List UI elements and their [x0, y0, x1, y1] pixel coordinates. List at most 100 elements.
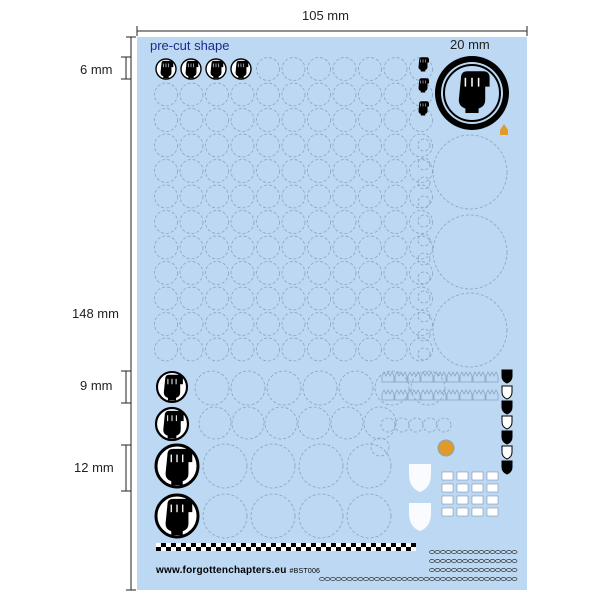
precut-circle-small — [409, 108, 433, 132]
checker-strip — [306, 547, 311, 551]
shield-icon — [501, 415, 513, 430]
precut-circle-small — [256, 133, 280, 158]
chain-strip — [484, 559, 490, 563]
precut-circle-small — [230, 133, 255, 158]
checker-strip — [196, 543, 201, 547]
precut-circle-small — [332, 159, 357, 183]
precut-circle-small — [230, 286, 255, 311]
checker-strip — [261, 547, 266, 551]
precut-circle-small — [383, 159, 408, 183]
width-dimension-label: 105 mm — [302, 8, 349, 23]
precut-circle-small — [358, 235, 382, 260]
checker-strip — [191, 547, 196, 551]
chain-strip — [500, 550, 507, 554]
emblem-6mm — [230, 58, 252, 80]
shield-decal — [501, 415, 513, 430]
precut-circle-small — [281, 184, 306, 209]
precut-circle-small — [205, 184, 229, 209]
checker-strip — [251, 543, 256, 547]
checker-strip — [156, 543, 161, 547]
precut-circle-small — [383, 312, 408, 336]
precut-circle-small — [256, 261, 280, 285]
checker-strip — [211, 543, 216, 547]
shield-decal — [501, 430, 513, 445]
checker-strip — [386, 547, 391, 551]
chain-strip — [434, 568, 441, 572]
precut-circle-small — [154, 210, 178, 234]
shield-decal — [501, 400, 513, 415]
checker-strip — [306, 543, 311, 547]
precut-circle-tiny — [417, 347, 431, 361]
precut-circle-small — [307, 312, 331, 336]
chain-strip — [511, 559, 518, 563]
shield-icon — [501, 385, 513, 400]
precut-circle-tiny — [417, 252, 431, 266]
chain-strip — [429, 577, 435, 581]
shield-icon — [501, 400, 513, 415]
checker-strip — [296, 547, 301, 551]
precut-circle-small — [205, 159, 229, 183]
precut-circle-small — [281, 133, 306, 158]
checker-strip — [376, 543, 381, 547]
precut-circle-small — [230, 235, 255, 260]
precut-circle-small — [358, 159, 382, 183]
checker-strip — [176, 547, 181, 551]
precut-circle-tiny — [417, 157, 431, 171]
chain-strip — [390, 577, 397, 581]
precut-circle-small — [409, 210, 433, 234]
precut-circle-large — [202, 493, 248, 539]
chain-strip — [511, 568, 518, 572]
precut-circle-small — [358, 184, 382, 209]
precut-circle-small — [205, 286, 229, 311]
text-block-decal — [441, 483, 454, 493]
checker-strip — [186, 547, 191, 551]
white-figure-decal — [409, 503, 431, 531]
precut-circle-small — [230, 210, 255, 234]
chain-strip — [462, 559, 468, 563]
text-block-decal — [471, 483, 484, 493]
precut-circle-small — [179, 133, 204, 158]
precut-circle-small — [154, 261, 178, 285]
checker-strip — [221, 547, 226, 551]
precut-circle-small — [179, 312, 204, 336]
precut-circle-small — [358, 108, 382, 132]
precut-circle-small — [307, 261, 331, 285]
precut-circle-tiny — [417, 328, 431, 342]
precut-circle-medium — [374, 370, 410, 406]
chain-strip — [489, 568, 496, 572]
chain-strip — [484, 577, 490, 581]
precut-circle-tiny — [417, 195, 431, 209]
chain-strip — [440, 577, 446, 581]
precut-circle-small — [332, 312, 357, 336]
checker-strip — [216, 547, 221, 551]
checker-strip — [256, 543, 261, 547]
crown-icon — [472, 371, 486, 383]
chain-strip — [473, 577, 479, 581]
chain-strip — [478, 550, 485, 554]
checker-strip — [401, 543, 406, 547]
checker-strip — [251, 547, 256, 551]
precut-circle-medium — [266, 370, 302, 406]
precut-circle-small — [281, 82, 306, 107]
checker-strip — [226, 543, 231, 547]
chain-strip — [478, 577, 485, 581]
precut-circle-small — [332, 337, 357, 362]
precut-circle-medium — [302, 370, 338, 406]
checker-strip — [356, 547, 361, 551]
white-figure-decal — [409, 464, 431, 492]
chain-strip — [456, 550, 463, 554]
shield-decal — [501, 445, 513, 460]
checker-strip — [346, 547, 351, 551]
shield-decal — [501, 385, 513, 400]
checker-strip — [191, 543, 196, 547]
chain-strip — [473, 550, 479, 554]
precut-circle-large — [250, 443, 296, 489]
precut-circle-large — [298, 493, 344, 539]
checker-strip — [316, 543, 321, 547]
checker-strip — [356, 543, 361, 547]
checker-strip — [316, 547, 321, 551]
checker-strip — [236, 543, 241, 547]
emblem-6mm — [155, 58, 177, 80]
product-code: #BST006 — [289, 568, 321, 575]
precut-circle-small — [332, 133, 357, 158]
